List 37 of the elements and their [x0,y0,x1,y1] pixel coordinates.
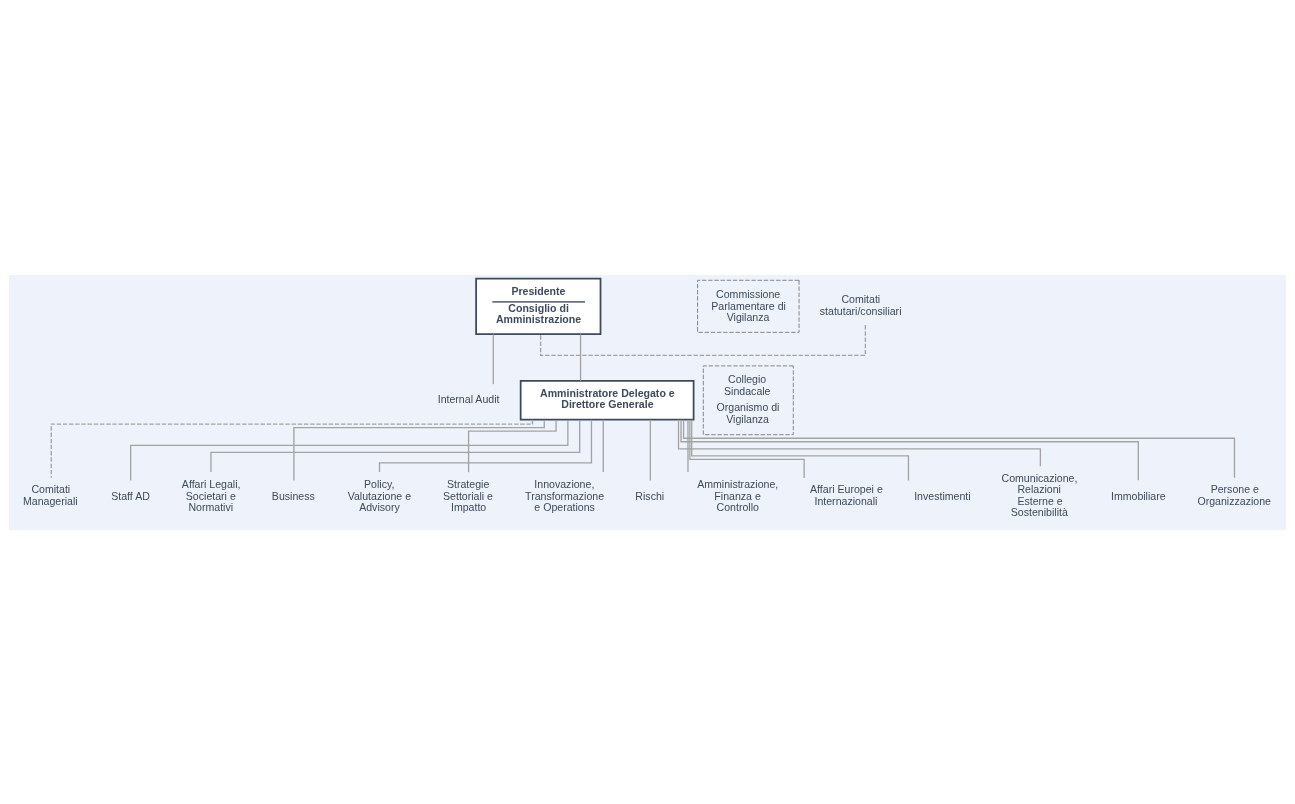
node-text: Business [271,489,315,502]
node-text: Policy, Valutazione e Advisory [347,477,412,513]
connector [50,418,534,478]
connector [467,418,557,473]
connector [293,418,545,481]
connector [210,418,581,473]
connector [378,418,593,473]
node-text: Internal Audit [437,392,500,405]
node-text: Amministrazione, Finanza e Controllo [697,477,779,513]
node-text: Affari Europei e Internazionali [810,482,883,507]
connector [130,418,569,481]
connector [689,418,805,479]
connector [649,418,652,481]
node-text: Comunicazione, Relazioni Esterne e Sostenibilità [1001,471,1078,518]
node-text: Strategie Settoriali e Impatto [443,477,493,513]
node-text: Immobiliare [1110,489,1166,502]
connector [602,418,604,473]
connector [687,418,689,473]
node-box: Collegio Sindacale Organismo di Vigilanza [702,364,794,435]
node-text: Affari Legali, Societari e Normativi [181,477,241,513]
node-text: Innovazione, Transformazione e Operations [525,477,605,513]
node-text: Investimenti [914,489,971,502]
connector [677,418,1042,467]
connector [680,418,1139,481]
node-box: Amministratore Delegato e Direttore Generale [519,379,695,421]
node-text: Staff AD [111,489,150,502]
node-text: Comitati Manageriali [23,482,78,507]
node-box: Presidente Consiglio di Amministrazione [475,277,602,335]
node-box: Commissione Parlamentare di Vigilanza [697,279,800,333]
connector [492,333,494,385]
node-text: Comitati statutari/consiliari [819,292,902,317]
node-text: Persone e Organizzazione [1197,482,1271,507]
connector [691,418,910,481]
connector [579,333,582,381]
connector [539,323,867,356]
node-text: Rischi [635,489,665,502]
connector [682,418,1236,478]
